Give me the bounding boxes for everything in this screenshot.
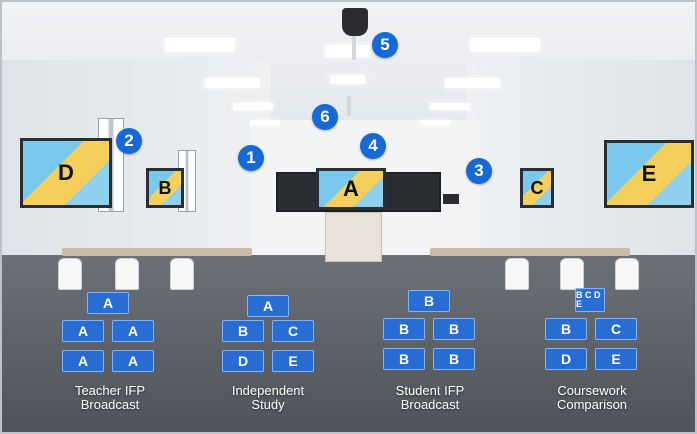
tile: A: [112, 320, 154, 342]
desk: [430, 248, 630, 256]
ceiling-light: [325, 45, 370, 57]
right-near-ifp-panel: C: [520, 168, 554, 208]
tile: A: [62, 350, 104, 372]
panel-label: C: [530, 177, 544, 198]
ceiling-light: [205, 78, 260, 88]
tile: B: [383, 348, 425, 370]
caption-line: Student IFP: [395, 383, 465, 398]
caption-line: Broadcast: [400, 397, 460, 412]
podium: [325, 212, 382, 262]
tile: B: [433, 318, 475, 340]
tile: E: [595, 348, 637, 370]
marker-2: 2: [116, 128, 142, 154]
group-caption-coursework-comparison: Coursework Comparison: [522, 384, 662, 412]
chair: [170, 258, 194, 290]
caption-line: Independent: [231, 383, 305, 398]
chair: [58, 258, 82, 290]
control-box: [443, 194, 459, 204]
chair: [560, 258, 584, 290]
marker-1: 1: [238, 145, 264, 171]
ceiling-light: [470, 38, 540, 52]
camera-icon: [342, 8, 368, 36]
tile: A: [62, 320, 104, 342]
tile: D: [545, 348, 587, 370]
tile: C: [272, 320, 314, 342]
marker-5: 5: [372, 32, 398, 58]
right-far-ifp-panel: E: [604, 140, 694, 208]
tile: B: [222, 320, 264, 342]
desk: [62, 248, 252, 256]
ceiling-mic-mount: [347, 96, 351, 116]
camera-mount: [352, 36, 356, 60]
ceiling-light: [165, 38, 235, 52]
tile: A: [87, 292, 129, 314]
ceiling-light: [445, 78, 500, 88]
group-caption-independent-study: Independent Study: [198, 384, 338, 412]
panel-label: A: [343, 176, 359, 201]
caption-line: Coursework: [557, 383, 627, 398]
ceiling-light: [233, 103, 273, 110]
tile-split: B C D E: [575, 288, 605, 312]
marker-6: 6: [312, 104, 338, 130]
ceiling-light: [420, 120, 450, 125]
left-near-ifp-panel: B: [146, 168, 184, 208]
panel-label: B: [158, 177, 172, 198]
ceiling-light: [330, 75, 365, 84]
tile: B: [433, 348, 475, 370]
caption-line: Teacher IFP: [74, 383, 146, 398]
tile: A: [247, 295, 289, 317]
chair: [115, 258, 139, 290]
tile: C: [595, 318, 637, 340]
chair: [505, 258, 529, 290]
left-far-ifp-panel: D: [20, 138, 112, 208]
tile: A: [112, 350, 154, 372]
caption-line: Study: [251, 397, 285, 412]
center-ifp-panel: A: [316, 168, 386, 210]
tile: D: [222, 350, 264, 372]
chair: [615, 258, 639, 290]
ceiling-light: [250, 120, 280, 125]
caption-line: Comparison: [556, 397, 628, 412]
group-caption-teacher-ifp-broadcast: Teacher IFP Broadcast: [40, 384, 180, 412]
ceiling-light: [430, 103, 470, 110]
panel-label: E: [641, 161, 657, 186]
tile: B: [383, 318, 425, 340]
marker-3: 3: [466, 158, 492, 184]
tile: E: [272, 350, 314, 372]
tile: B: [408, 290, 450, 312]
marker-4: 4: [360, 133, 386, 159]
tile: B: [545, 318, 587, 340]
panel-label: D: [58, 160, 74, 185]
group-caption-student-ifp-broadcast: Student IFP Broadcast: [360, 384, 500, 412]
caption-line: Broadcast: [80, 397, 140, 412]
